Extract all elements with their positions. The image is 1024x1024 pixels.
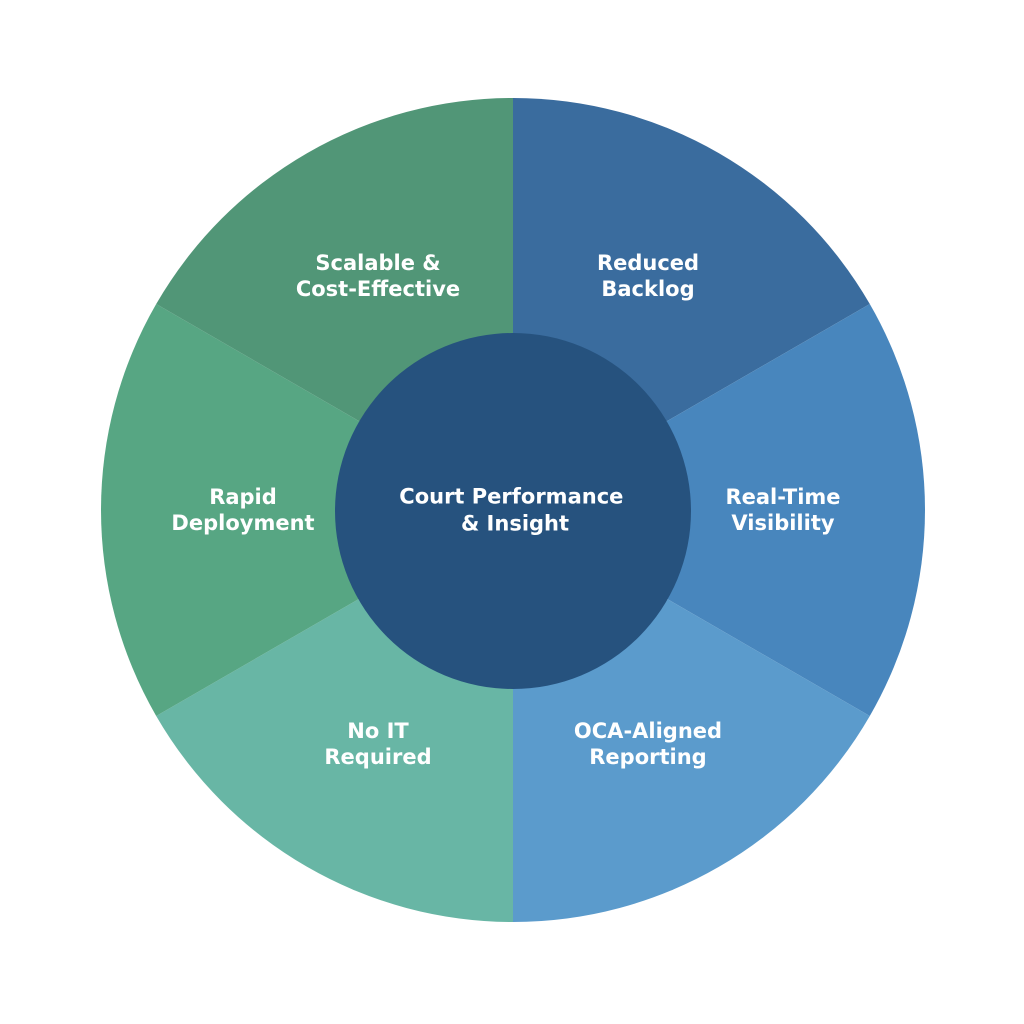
center-hub-label-line-1: Court Performance [399,485,623,509]
segment-label-real-time-visibility-line-2: Visibility [731,511,834,535]
segment-label-scalable-cost-effective: Scalable &Cost-Effective [296,251,460,301]
hub-layer: Court Performance & Insight [335,333,691,689]
segment-label-scalable-cost-effective-line-2: Cost-Effective [296,277,460,301]
segment-label-oca-aligned-reporting-line-1: OCA-Aligned [574,719,722,743]
segment-label-no-it-required-line-1: No IT [347,719,409,743]
segment-label-reduced-backlog-line-2: Backlog [601,277,694,301]
segment-label-real-time-visibility-line-1: Real-Time [725,485,840,509]
segment-label-rapid-deployment-line-1: Rapid [209,485,277,509]
segment-label-reduced-backlog-line-1: Reduced [597,251,699,275]
center-hub-label-line-2: & Insight [461,512,569,536]
segment-label-no-it-required-line-2: Required [324,745,431,769]
segment-rapid-deployment [101,304,513,716]
center-hub-label: Court Performance & Insight [399,485,630,536]
segment-real-time-visibility [513,304,925,716]
segment-label-scalable-cost-effective-line-1: Scalable & [315,251,440,275]
segment-label-rapid-deployment-line-2: Deployment [171,511,314,535]
center-hub [335,333,691,689]
segment-label-oca-aligned-reporting-line-2: Reporting [589,745,706,769]
